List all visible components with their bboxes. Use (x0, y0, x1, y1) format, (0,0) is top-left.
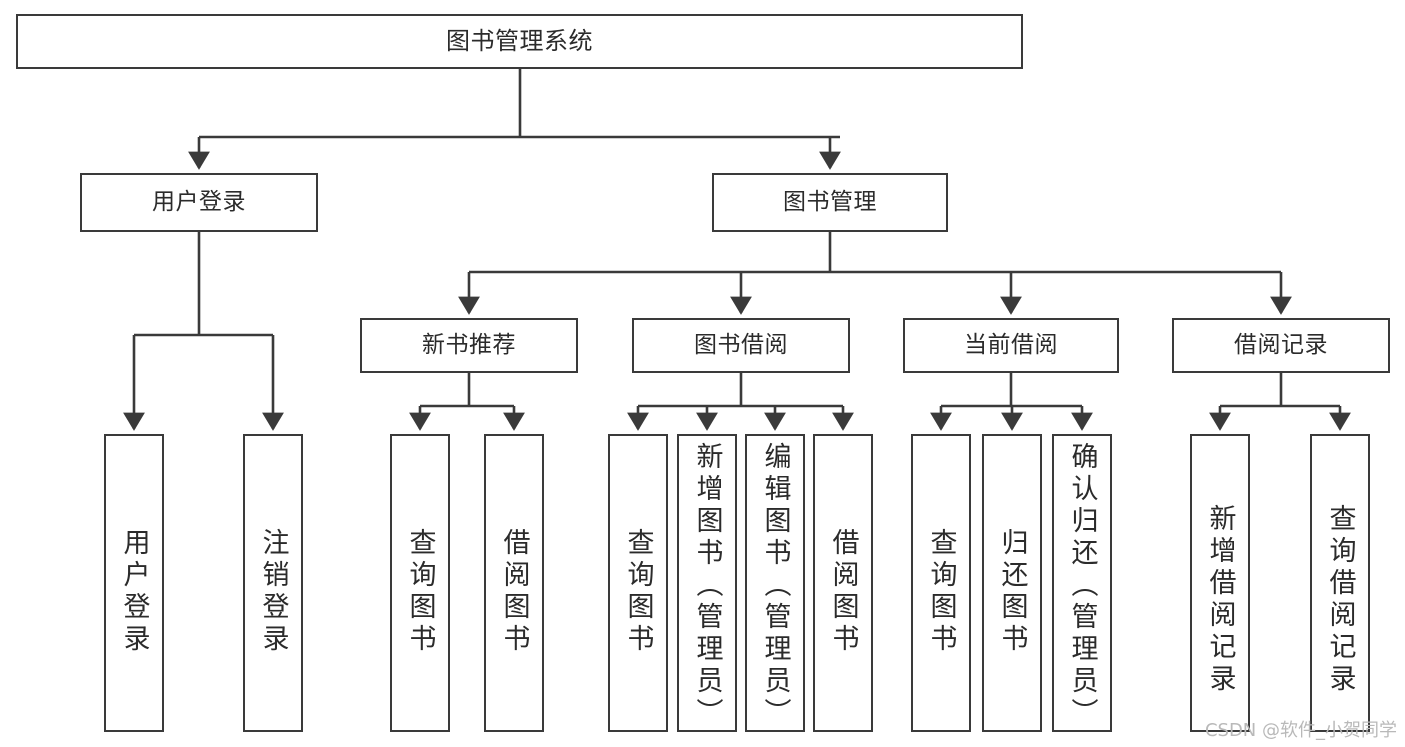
node-leaf-user-login[interactable]: 用户登录 (104, 434, 164, 732)
node-leaf-query-book-1[interactable]: 查询图书 (390, 434, 450, 732)
node-root-label: 图书管理系统 (446, 27, 593, 56)
node-borrow-record-label: 借阅记录 (1234, 331, 1328, 358)
node-leaf-borrow-book-1[interactable]: 借阅图书 (484, 434, 544, 732)
node-leaf-borrow-book-2-label: 借阅图书 (827, 528, 859, 656)
node-leaf-add-record[interactable]: 新增借阅记录 (1190, 434, 1250, 732)
node-leaf-query-book-3-label: 查询图书 (925, 528, 957, 656)
node-book-manage[interactable]: 图书管理 (712, 173, 948, 232)
node-leaf-borrow-book-1-label: 借阅图书 (498, 528, 530, 656)
node-leaf-query-book-1-label: 查询图书 (404, 528, 436, 656)
node-book-borrow-label: 图书借阅 (694, 331, 788, 358)
node-leaf-user-login-label: 用户登录 (118, 528, 150, 656)
node-new-book-recommend-label: 新书推荐 (422, 331, 516, 358)
node-leaf-borrow-book-2[interactable]: 借阅图书 (813, 434, 873, 732)
node-borrow-record[interactable]: 借阅记录 (1172, 318, 1390, 373)
node-book-manage-label: 图书管理 (783, 188, 877, 215)
node-leaf-confirm-return[interactable]: 确认归还（管理员） (1052, 434, 1112, 732)
node-leaf-return-book-label: 归还图书 (996, 528, 1028, 656)
node-current-borrow-label: 当前借阅 (964, 331, 1058, 358)
node-leaf-return-book[interactable]: 归还图书 (982, 434, 1042, 732)
node-leaf-logout[interactable]: 注销登录 (243, 434, 303, 732)
node-leaf-logout-label: 注销登录 (257, 528, 289, 656)
node-leaf-query-book-2-label: 查询图书 (622, 528, 654, 656)
csdn-watermark: CSDN @软件_小贺同学 (1204, 720, 1397, 741)
node-current-borrow[interactable]: 当前借阅 (903, 318, 1119, 373)
node-book-borrow[interactable]: 图书借阅 (632, 318, 850, 373)
node-leaf-add-record-label: 新增借阅记录 (1204, 504, 1236, 696)
node-user-login[interactable]: 用户登录 (80, 173, 318, 232)
node-leaf-query-record[interactable]: 查询借阅记录 (1310, 434, 1370, 732)
node-user-login-label: 用户登录 (152, 188, 246, 215)
node-leaf-query-book-3[interactable]: 查询图书 (911, 434, 971, 732)
node-new-book-recommend[interactable]: 新书推荐 (360, 318, 578, 373)
node-leaf-confirm-return-label: 确认归还（管理员） (1066, 442, 1098, 730)
node-leaf-add-book[interactable]: 新增图书（管理员） (677, 434, 737, 732)
node-leaf-query-book-2[interactable]: 查询图书 (608, 434, 668, 732)
node-root[interactable]: 图书管理系统 (16, 14, 1023, 69)
node-leaf-add-book-label: 新增图书（管理员） (691, 442, 723, 730)
node-leaf-query-record-label: 查询借阅记录 (1324, 504, 1356, 696)
node-leaf-edit-book[interactable]: 编辑图书（管理员） (745, 434, 805, 732)
node-leaf-edit-book-label: 编辑图书（管理员） (759, 442, 791, 730)
